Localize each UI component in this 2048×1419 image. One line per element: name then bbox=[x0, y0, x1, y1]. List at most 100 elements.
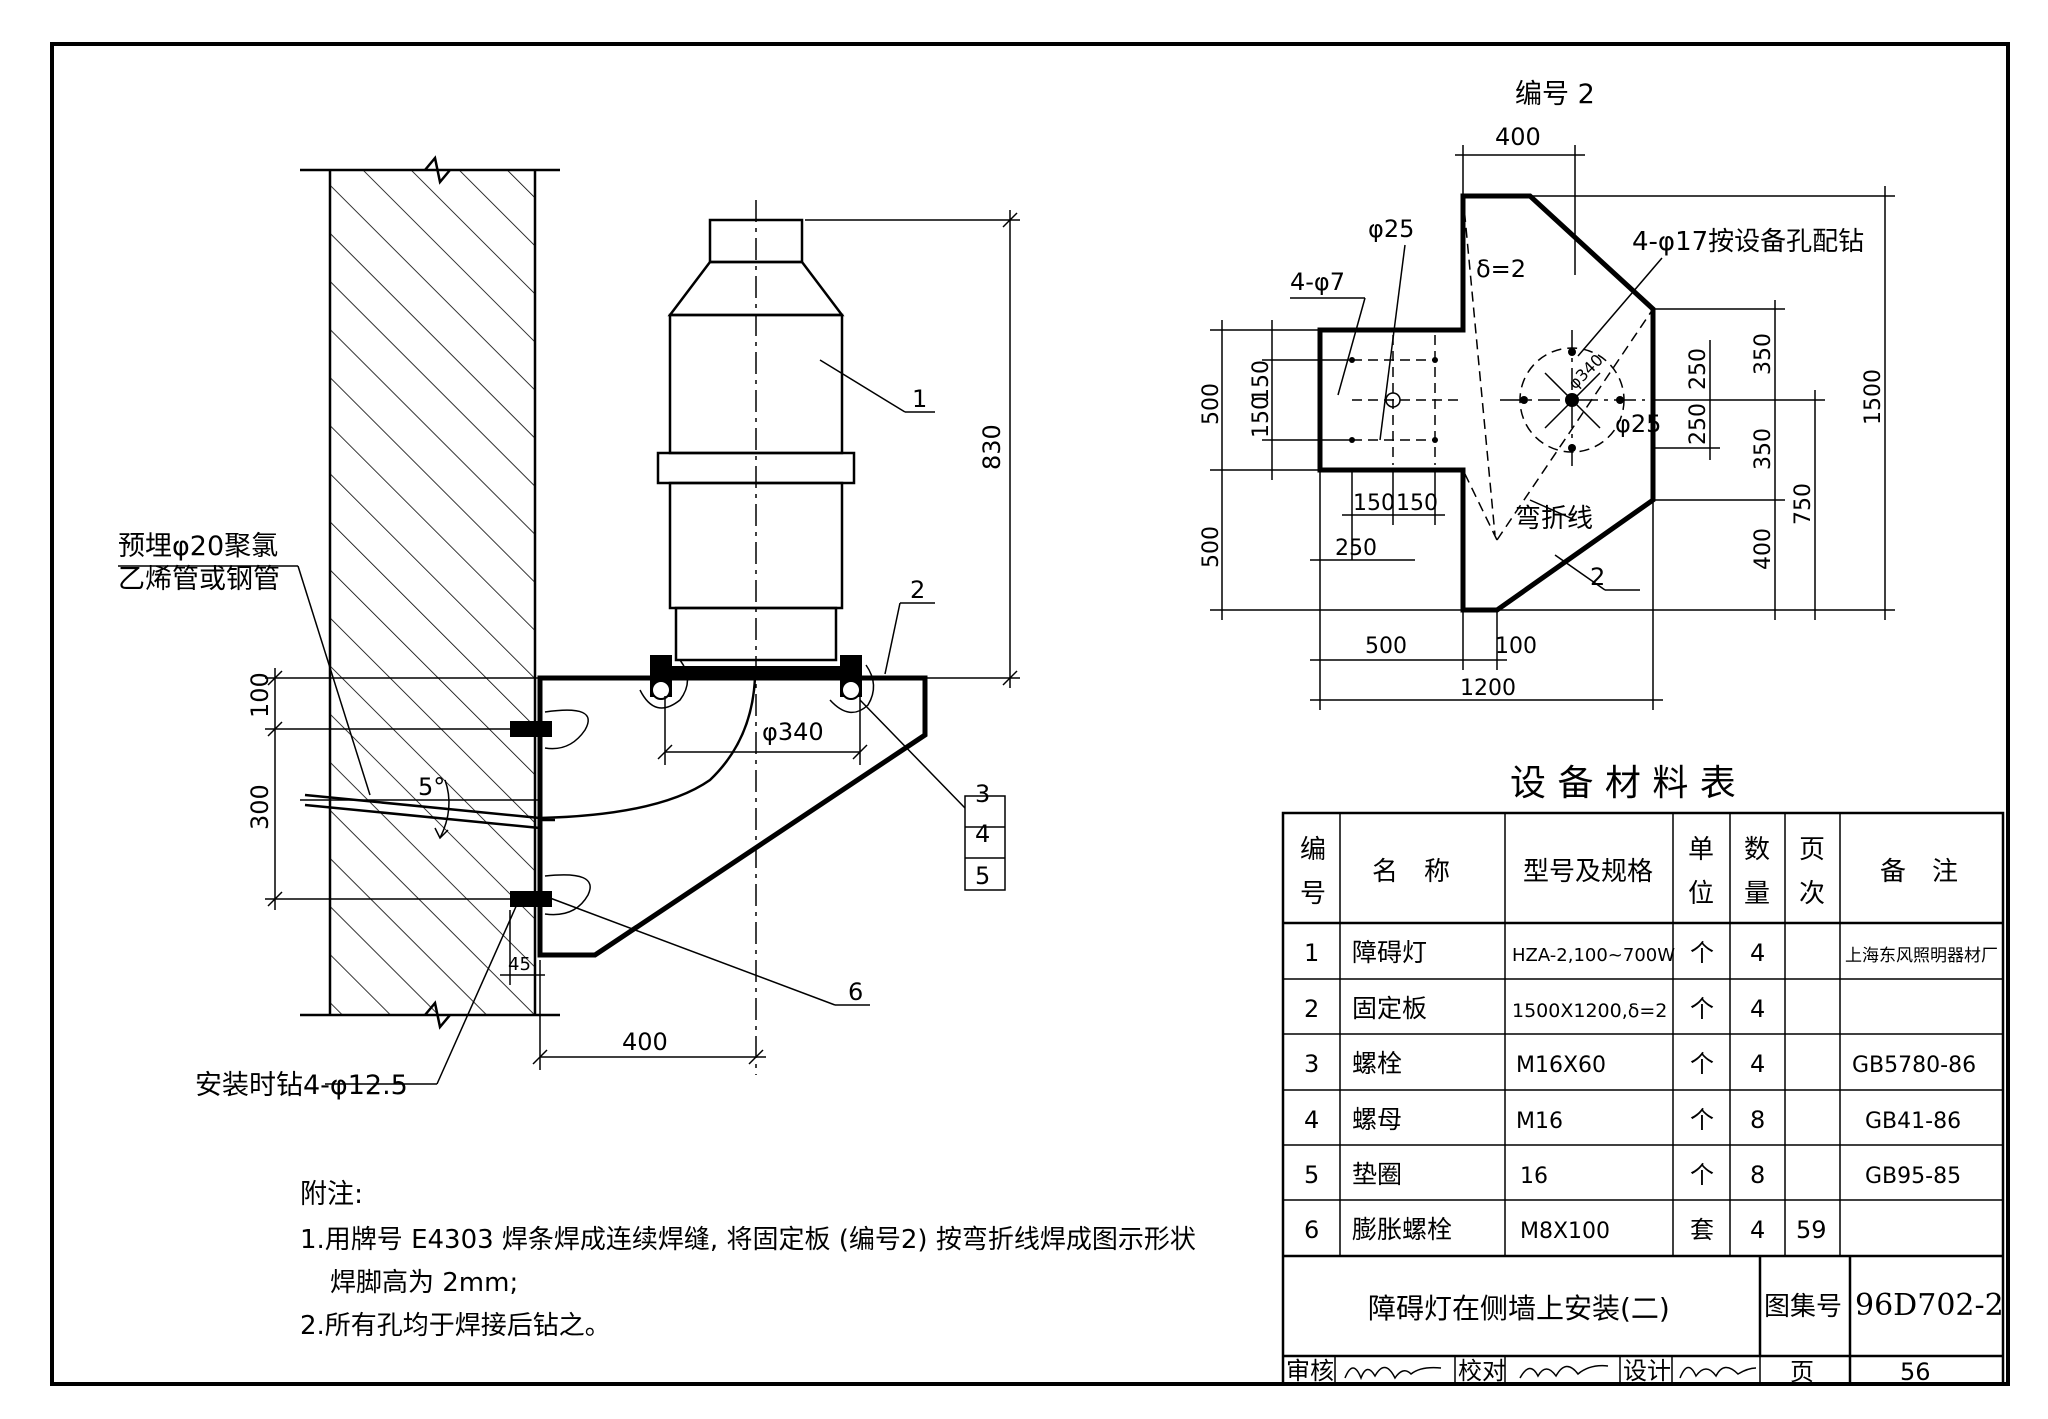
detail-dim-500-bottom: 500 bbox=[1365, 634, 1407, 659]
cell-name: 固定板 bbox=[1352, 994, 1427, 1023]
part-1-label: 1 bbox=[912, 385, 927, 413]
header-unit-2: 位 bbox=[1688, 879, 1714, 909]
pipe-label-2: 乙烯管或钢管 bbox=[118, 564, 280, 595]
detail-dim-250a: 250 bbox=[1686, 348, 1711, 390]
check-signature bbox=[1519, 1364, 1609, 1379]
part-2-label: 2 bbox=[910, 576, 925, 604]
cell-qty: 4 bbox=[1750, 1216, 1765, 1244]
cell-name: 膨胀螺栓 bbox=[1352, 1215, 1452, 1244]
detail-dim-250-left: 250 bbox=[1335, 536, 1377, 561]
header-page-2: 次 bbox=[1799, 879, 1825, 909]
cell-no: 4 bbox=[1304, 1106, 1319, 1134]
cell-remark: GB41-86 bbox=[1865, 1109, 1961, 1134]
detail-holes-4phi7: 4-φ7 bbox=[1290, 268, 1345, 296]
detail-phi25-top: φ25 bbox=[1368, 215, 1414, 243]
cell-remark: GB5780-86 bbox=[1852, 1053, 1976, 1078]
detail-dim-100-bottom: 100 bbox=[1495, 634, 1537, 659]
part-3-label: 3 bbox=[975, 780, 990, 808]
detail-dim-500a: 500 bbox=[1199, 383, 1224, 425]
cell-spec: 1500X1200,δ=2 bbox=[1512, 1000, 1667, 1022]
notes-line-3: 2.所有孔均于焊接后钻之。 bbox=[300, 1311, 611, 1341]
header-unit-1: 单 bbox=[1688, 835, 1714, 865]
cell-no: 2 bbox=[1304, 995, 1319, 1023]
bolt-left bbox=[639, 655, 689, 709]
cell-qty: 4 bbox=[1750, 939, 1765, 967]
cell-no: 3 bbox=[1304, 1050, 1319, 1078]
angle-label: 5° bbox=[418, 773, 445, 801]
sheet-border bbox=[50, 42, 2010, 1386]
header-remark: 备 注 bbox=[1880, 857, 1958, 887]
detail-dim-150b: 150 bbox=[1249, 396, 1274, 438]
detail-phi25: φ25 bbox=[1615, 410, 1661, 438]
detail-dim-150a: 150 bbox=[1249, 360, 1274, 402]
detail-dim-350a: 350 bbox=[1751, 333, 1776, 375]
cell-unit: 个 bbox=[1690, 1106, 1714, 1134]
drawing-title: 障碍灯在侧墙上安装(二) bbox=[1368, 1292, 1670, 1325]
part-6-label: 6 bbox=[848, 978, 863, 1006]
detail-dim-150d: 150 bbox=[1396, 491, 1438, 516]
detail-dim-400: 400 bbox=[1751, 528, 1776, 570]
notes-block: 附注: 1.用牌号 E4303 焊条焊成连续焊缝, 将固定板 (编号2) 按弯折… bbox=[300, 1179, 1196, 1341]
dim-45: 45 bbox=[508, 954, 531, 975]
header-spec: 型号及规格 bbox=[1523, 857, 1653, 887]
notes-line-2: 焊脚高为 2mm; bbox=[330, 1268, 518, 1298]
cell-unit: 个 bbox=[1690, 1050, 1714, 1078]
cell-qty: 4 bbox=[1750, 1050, 1765, 1078]
detail-dim-150c: 150 bbox=[1353, 491, 1395, 516]
elevation-view: 预埋φ20聚氯 乙烯管或钢管 5° 安装时钻4-φ12.5 1 2 3 4 5 … bbox=[118, 155, 1020, 1101]
header-page-1: 页 bbox=[1799, 835, 1825, 865]
cell-name: 障碍灯 bbox=[1352, 938, 1427, 967]
cell-qty: 8 bbox=[1750, 1161, 1765, 1189]
cell-remark: 上海东风照明器材厂 bbox=[1845, 946, 1998, 966]
check-label: 校对 bbox=[1458, 1357, 1506, 1385]
page-number: 56 bbox=[1900, 1358, 1931, 1386]
part-5-label: 5 bbox=[975, 862, 990, 890]
atlas-label: 图集号 bbox=[1764, 1292, 1842, 1322]
detail-delta: δ=2 bbox=[1476, 255, 1526, 283]
detail-dim-500b: 500 bbox=[1199, 526, 1224, 568]
cell-no: 6 bbox=[1304, 1216, 1319, 1244]
cell-spec: M16 bbox=[1516, 1109, 1563, 1134]
atlas-number: 96D702-2 bbox=[1855, 1288, 2004, 1323]
dim-100: 100 bbox=[246, 672, 274, 718]
cell-name: 垫圈 bbox=[1352, 1160, 1402, 1189]
pipe-label-1: 预埋φ20聚氯 bbox=[118, 531, 278, 562]
review-label: 审核 bbox=[1286, 1357, 1334, 1385]
detail-bend-line: 弯折线 bbox=[1515, 504, 1593, 534]
dim-phi340: φ340 bbox=[762, 718, 824, 746]
cell-unit: 个 bbox=[1690, 995, 1714, 1023]
notes-title: 附注: bbox=[300, 1179, 363, 1210]
wall-hatch bbox=[330, 170, 535, 1015]
header-qty-1: 数 bbox=[1744, 835, 1770, 865]
table-title: 设 备 材 料 表 bbox=[1510, 763, 1736, 804]
detail-plate-view: 编号 2 bbox=[1199, 79, 1895, 710]
dim-400: 400 bbox=[622, 1028, 668, 1056]
cell-name: 螺母 bbox=[1352, 1105, 1402, 1134]
cell-spec: M8X100 bbox=[1520, 1219, 1610, 1244]
expansion-bolt-lower bbox=[510, 874, 591, 916]
notes-line-1: 1.用牌号 E4303 焊条焊成连续焊缝, 将固定板 (编号2) 按弯折线焊成图… bbox=[300, 1225, 1196, 1255]
detail-dim-750: 750 bbox=[1791, 483, 1816, 525]
bolt-right bbox=[829, 655, 875, 714]
cell-unit: 套 bbox=[1690, 1216, 1714, 1244]
design-signature bbox=[1679, 1366, 1757, 1379]
cell-no: 1 bbox=[1304, 939, 1319, 967]
detail-holes-4phi17: 4-φ17按设备孔配钻 bbox=[1632, 227, 1864, 257]
detail-dim-1500: 1500 bbox=[1861, 369, 1886, 425]
page-label: 页 bbox=[1790, 1358, 1814, 1386]
header-no-2: 号 bbox=[1300, 879, 1326, 909]
detail-dim-400-top: 400 bbox=[1495, 123, 1541, 151]
cell-name: 螺栓 bbox=[1352, 1049, 1402, 1078]
review-signature bbox=[1344, 1366, 1442, 1381]
cell-spec: HZA-2,100~700W bbox=[1512, 945, 1675, 966]
detail-title: 编号 2 bbox=[1515, 79, 1595, 110]
cell-page: 59 bbox=[1796, 1216, 1827, 1244]
cell-remark: GB95-85 bbox=[1865, 1164, 1961, 1189]
cell-qty: 8 bbox=[1750, 1106, 1765, 1134]
drill-label: 安装时钻4-φ12.5 bbox=[195, 1070, 408, 1101]
detail-dim-1200: 1200 bbox=[1460, 676, 1516, 701]
dim-300: 300 bbox=[246, 784, 274, 830]
cell-qty: 4 bbox=[1750, 995, 1765, 1023]
detail-dim-250b: 250 bbox=[1686, 403, 1711, 445]
